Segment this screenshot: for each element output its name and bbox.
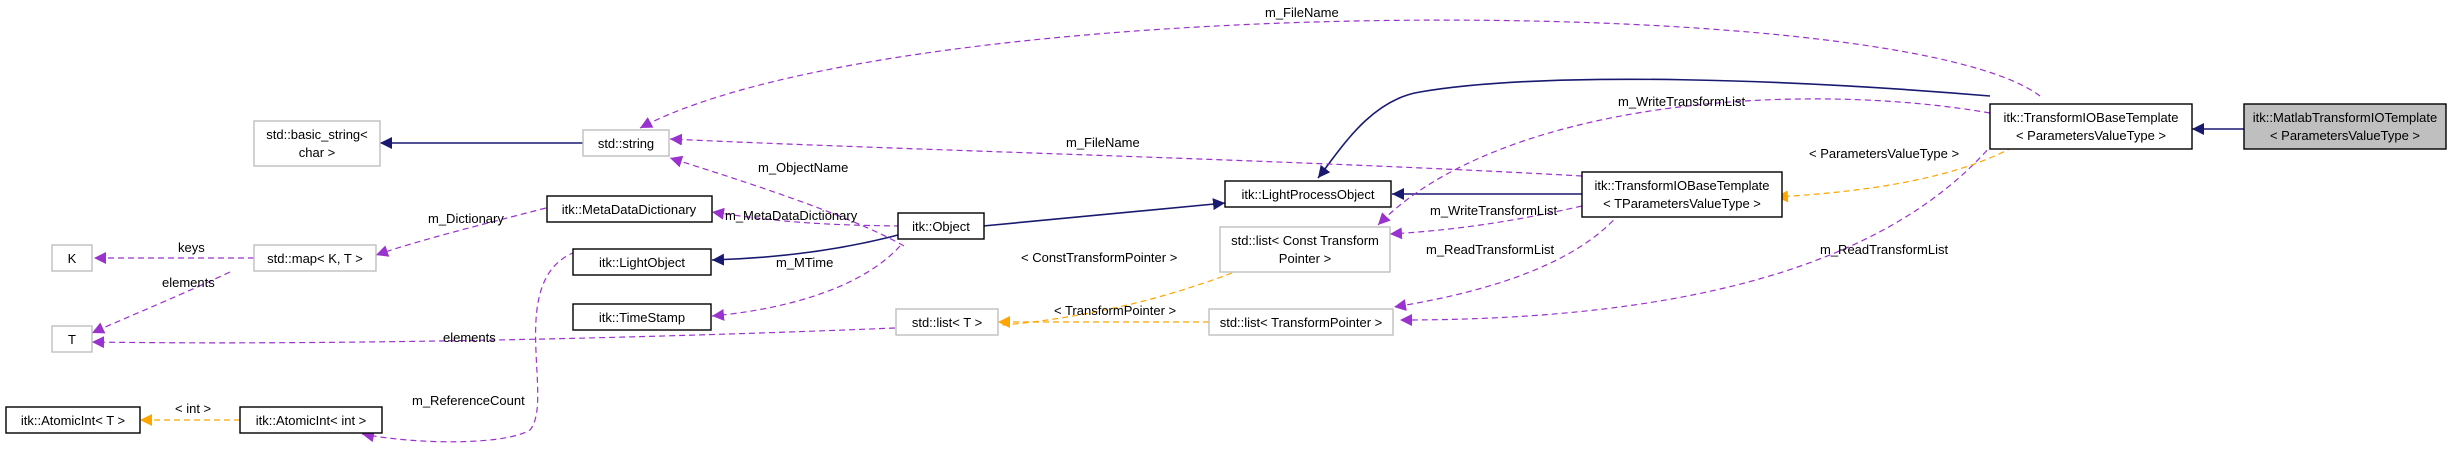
edge-mtime bbox=[711, 245, 901, 321]
label-filename-top: m_FileName bbox=[1265, 5, 1339, 20]
node-lightobject-label: itk::LightObject bbox=[599, 255, 685, 270]
label-read-list-right: m_ReadTransformList bbox=[1820, 242, 1949, 257]
node-object[interactable]: itk::Object bbox=[897, 212, 985, 240]
label-dictionary: m_Dictionary bbox=[428, 211, 504, 226]
label-write-list-top: m_WriteTransformList bbox=[1618, 94, 1746, 109]
node-T-label: T bbox=[68, 332, 76, 347]
label-write-list-mid: m_WriteTransformList bbox=[1430, 203, 1558, 218]
node-object-label: itk::Object bbox=[912, 219, 970, 234]
node-atomic-int-label: itk::AtomicInt< int > bbox=[256, 413, 367, 428]
label-read-list-mid: m_ReadTransformList bbox=[1426, 242, 1555, 257]
label-object-name: m_ObjectName bbox=[758, 160, 848, 175]
node-list-const-line1: std::list< Const Transform bbox=[1231, 233, 1379, 248]
node-std-list-const-transform-pointer[interactable]: std::list< Const Transform Pointer > bbox=[1219, 226, 1391, 273]
edge-object-to-lightobject bbox=[711, 234, 899, 266]
node-light-object[interactable]: itk::LightObject bbox=[572, 248, 712, 276]
edge-meta-dict bbox=[711, 207, 901, 227]
label-int-tpl: < int > bbox=[175, 401, 211, 416]
node-std-list-transform-pointer[interactable]: std::list< TransformPointer > bbox=[1208, 308, 1394, 336]
node-std-string[interactable]: std::string bbox=[582, 129, 670, 157]
node-light-process-object[interactable]: itk::LightProcessObject bbox=[1224, 180, 1392, 208]
edge-object-name bbox=[669, 155, 905, 247]
edge-object-to-lpo-inherit bbox=[982, 198, 1226, 227]
label-mtime: m_MTime bbox=[776, 255, 833, 270]
label-filename-mid: m_FileName bbox=[1066, 135, 1140, 150]
node-map-label: std::map< K, T > bbox=[267, 251, 363, 266]
node-basic-string-line1: std::basic_string< bbox=[266, 127, 368, 142]
edge-write-list-top bbox=[1377, 98, 1991, 226]
label-elements-map: elements bbox=[162, 275, 215, 290]
label-pvt: < ParametersValueType > bbox=[1809, 146, 1959, 161]
label-meta-dict: m_MetaDataDictionary bbox=[725, 208, 858, 223]
node-K[interactable]: K bbox=[51, 244, 93, 272]
node-string-label: std::string bbox=[598, 136, 654, 151]
edge-read-list-right bbox=[1399, 134, 2001, 326]
node-base-pvt-line2: < ParametersValueType > bbox=[2016, 128, 2166, 143]
node-atomic-int-T[interactable]: itk::AtomicInt< T > bbox=[5, 406, 141, 434]
node-matlab-transform-io-template[interactable]: itk::MatlabTransformIOTemplate < Paramet… bbox=[2243, 103, 2447, 150]
node-matlab-line1: itk::MatlabTransformIOTemplate bbox=[2253, 110, 2437, 125]
edge-filename-mid bbox=[669, 133, 1583, 177]
node-list-const-line2: Pointer > bbox=[1279, 251, 1331, 266]
node-timestamp-label: itk::TimeStamp bbox=[599, 310, 685, 325]
edge-ref-count bbox=[361, 251, 576, 443]
label-elements-list: elements bbox=[443, 330, 496, 345]
node-metadict-label: itk::MetaDataDictionary bbox=[562, 202, 697, 217]
edge-write-list-mid bbox=[1389, 205, 1583, 240]
edge-dictionary bbox=[375, 207, 547, 257]
node-K-label: K bbox=[68, 251, 77, 266]
label-keys: keys bbox=[178, 240, 205, 255]
edge-elements-map bbox=[91, 271, 231, 334]
label-const-tp: < ConstTransformPointer > bbox=[1021, 250, 1177, 265]
node-base-pvt-line1: itk::TransformIOBaseTemplate bbox=[2003, 110, 2178, 125]
node-list-t-label: std::list< T > bbox=[912, 315, 982, 330]
node-std-basic-string[interactable]: std::basic_string< char > bbox=[253, 120, 381, 167]
node-base-tpvt-line1: itk::TransformIOBaseTemplate bbox=[1594, 178, 1769, 193]
label-ref-count: m_ReferenceCount bbox=[412, 393, 525, 408]
node-base-tpvt-line2: < TParametersValueType > bbox=[1603, 196, 1761, 211]
node-atomic-int-int[interactable]: itk::AtomicInt< int > bbox=[239, 406, 383, 434]
node-atomic-T-label: itk::AtomicInt< T > bbox=[21, 413, 125, 428]
node-matlab-line2: < ParametersValueType > bbox=[2270, 128, 2420, 143]
label-tp: < TransformPointer > bbox=[1054, 303, 1176, 318]
edge-elements-list bbox=[91, 327, 896, 349]
node-meta-data-dictionary[interactable]: itk::MetaDataDictionary bbox=[546, 195, 713, 223]
node-list-tp-label: std::list< TransformPointer > bbox=[1220, 315, 1383, 330]
node-T[interactable]: T bbox=[51, 325, 93, 353]
node-lpo-label: itk::LightProcessObject bbox=[1242, 187, 1375, 202]
node-transform-io-base-pvt[interactable]: itk::TransformIOBaseTemplate < Parameter… bbox=[1989, 103, 2193, 150]
node-transform-io-base-tpvt[interactable]: itk::TransformIOBaseTemplate < TParamete… bbox=[1581, 171, 1783, 218]
node-basic-string-line2: char > bbox=[299, 145, 336, 160]
edge-filename-top bbox=[639, 19, 2041, 129]
edge-read-list-mid bbox=[1393, 212, 1621, 312]
node-time-stamp[interactable]: itk::TimeStamp bbox=[572, 303, 712, 331]
node-std-list-T[interactable]: std::list< T > bbox=[895, 308, 999, 336]
edge-base-pvt-to-lpo bbox=[1317, 78, 1991, 179]
node-std-map[interactable]: std::map< K, T > bbox=[253, 244, 377, 272]
edge-const-tp bbox=[979, 272, 1233, 333]
